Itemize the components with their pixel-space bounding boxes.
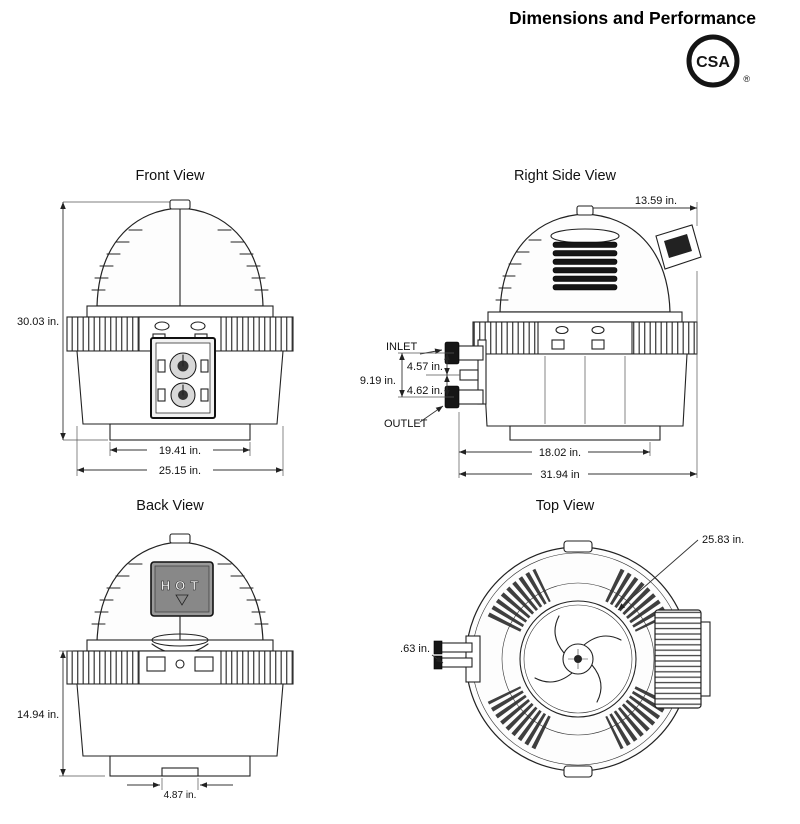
right-base xyxy=(509,425,661,441)
front-heater-drawing xyxy=(66,199,294,441)
front-dome-ribs xyxy=(91,229,269,291)
top-pipe-offset-value: .63 in. xyxy=(400,643,430,655)
back-view: Back View HOT xyxy=(15,498,325,824)
top-heater-drawing xyxy=(433,540,711,778)
back-bowl xyxy=(151,633,209,647)
page-title: Dimensions and Performance xyxy=(508,8,756,28)
top-outlet-pipe xyxy=(439,657,473,668)
csa-logo-text: CSA xyxy=(696,54,730,71)
hot-warning-panel: HOT xyxy=(150,561,214,617)
top-bump-top xyxy=(563,540,593,553)
page: { "header": { "title": "Dimensions and P… xyxy=(15,8,790,801)
right-side-view: Right Side View 13.59 in. xyxy=(340,168,790,514)
front-height-dimension: 30.03 in. xyxy=(17,201,173,441)
csa-logo-icon: CSA xyxy=(686,34,740,88)
registered-mark: ® xyxy=(743,74,750,84)
right-dome-ribs xyxy=(495,239,542,301)
right-plumbing xyxy=(444,339,487,409)
front-vent-right xyxy=(190,321,206,331)
back-dome-cap xyxy=(169,533,191,544)
right-dome-cap xyxy=(576,205,594,216)
right-port-dimensions: INLET 4.57 in. 9.19 in. 4.62 in. OUTLET xyxy=(360,341,460,430)
outlet-pipe xyxy=(456,389,484,405)
inlet-pipe xyxy=(456,345,484,361)
front-control-panel xyxy=(150,337,216,419)
csa-logo: CSA ® xyxy=(684,32,750,92)
front-dome-cap xyxy=(169,199,191,210)
top-diameter-value: 25.83 in. xyxy=(702,534,744,546)
back-view-label: Back View xyxy=(136,498,204,514)
back-drain xyxy=(161,767,199,777)
front-view: Front View 30.03 in. xyxy=(15,168,325,494)
front-base-width-value: 19.41 in. xyxy=(159,445,201,457)
back-drain-dimension: 4.87 in. xyxy=(127,778,233,801)
right-top-width-value: 13.59 in. xyxy=(635,195,677,207)
right-base-depth-value: 18.02 in. xyxy=(539,447,581,459)
back-body-height-value: 14.94 in. xyxy=(17,709,59,721)
back-view-drawing: HOT 14.94 in. 4.87 xyxy=(17,533,294,801)
front-view-drawing: 30.03 in. xyxy=(17,199,294,477)
warning-icon xyxy=(175,594,189,606)
front-height-value: 30.03 in. xyxy=(17,316,59,328)
top-view-label: Top View xyxy=(535,498,595,514)
hot-label: HOT xyxy=(161,578,203,593)
back-dome-ribs xyxy=(91,563,269,625)
center-to-outlet-value: 4.62 in. xyxy=(407,385,443,397)
right-side-view-drawing: 13.59 in. xyxy=(360,195,702,481)
back-body xyxy=(76,683,284,757)
port-span-value: 9.19 in. xyxy=(360,375,396,387)
front-base xyxy=(109,423,251,441)
back-height-dimension: 14.94 in. xyxy=(17,650,105,777)
top-view-drawing: 25.83 in. .63 in. xyxy=(400,534,744,778)
top-diameter-dimension: 25.83 in. xyxy=(617,534,744,611)
back-heater-drawing: HOT xyxy=(66,533,294,777)
right-side-view-label: Right Side View xyxy=(513,168,617,184)
top-outlet-union xyxy=(433,655,443,670)
right-heater-drawing xyxy=(444,205,702,441)
top-control-box xyxy=(654,609,711,709)
front-collar xyxy=(86,305,274,318)
top-offset-dimension: .63 in. xyxy=(400,643,444,664)
top-inlet-union xyxy=(433,640,443,655)
back-drain-width-value: 4.87 in. xyxy=(164,790,197,801)
top-view: Top View xyxy=(340,498,790,824)
inlet-label: INLET xyxy=(386,341,417,353)
right-collar xyxy=(487,311,683,323)
right-top-dimension: 13.59 in. xyxy=(585,195,698,226)
top-plumbing xyxy=(433,635,481,683)
front-view-label: Front View xyxy=(135,168,205,184)
right-bottom-dimensions: 18.02 in. 31.94 in xyxy=(458,271,698,481)
front-vent-left xyxy=(154,321,170,331)
top-dome-ribs xyxy=(487,568,669,750)
right-overall-depth-value: 31.94 in xyxy=(540,469,579,481)
outlet-label: OUTLET xyxy=(384,418,428,430)
right-control-box xyxy=(655,224,702,270)
front-width-dimensions: 19.41 in. 25.15 in. xyxy=(76,426,284,477)
top-fan-blades xyxy=(534,615,622,703)
top-inlet-pipe xyxy=(439,642,473,653)
inlet-to-center-value: 4.57 in. xyxy=(407,361,443,373)
front-overall-width-value: 25.15 in. xyxy=(159,465,201,477)
right-vent-stack xyxy=(550,228,620,291)
top-bump-bottom xyxy=(563,765,593,778)
